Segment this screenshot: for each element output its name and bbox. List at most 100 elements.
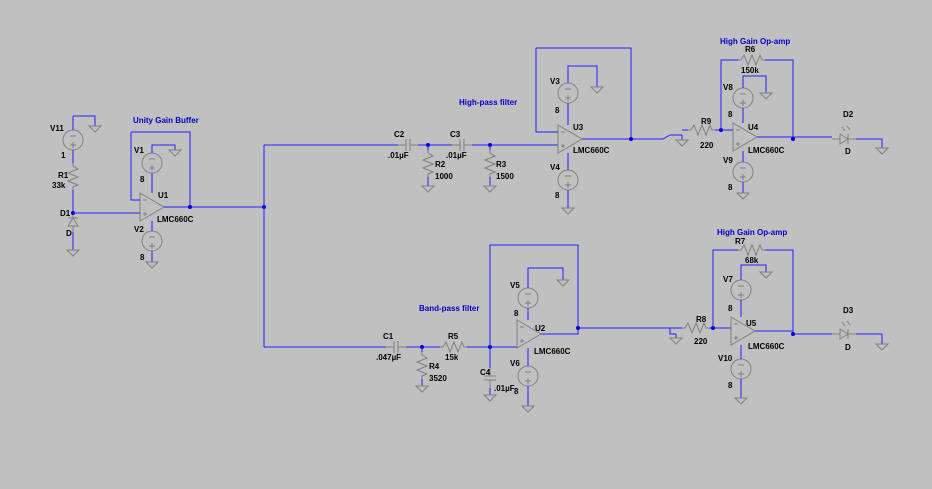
d3-led-symbol[interactable] [831, 320, 857, 340]
v10-source-symbol[interactable] [730, 358, 752, 380]
unity-gain-buffer-section: Unity Gain Buffer V11 1 R1 33k D1 D U1 L… [50, 115, 266, 347]
c2-capacitor-symbol[interactable] [397, 138, 419, 152]
v4-source-symbol[interactable] [557, 169, 579, 191]
r2-value: 1000 [435, 172, 453, 181]
d3-value: D [845, 343, 851, 352]
c3-value: .01µF [446, 151, 467, 160]
v4-value: 8 [555, 191, 560, 200]
d2-value: D [845, 147, 851, 156]
c4-value: .01µF [494, 384, 515, 393]
d3-label: D3 [843, 306, 854, 315]
highpass-filter-section: High-pass filter C2 .01µF R2 1000 C3 .01… [264, 47, 682, 215]
c3-capacitor-symbol[interactable] [451, 138, 473, 152]
c1-label: C1 [383, 332, 394, 341]
v6-source-symbol[interactable] [517, 365, 539, 387]
r7-value: 68k [745, 256, 759, 265]
u1-label: U1 [158, 191, 169, 200]
high-gain-lower-section: High Gain Op-amp R8 220 R7 68k U5 LMC660… [669, 228, 889, 405]
highpass-title: High-pass filter [459, 98, 517, 107]
v7-value: 8 [728, 304, 733, 313]
bandpass-title: Band-pass filter [419, 304, 479, 313]
c3-label: C3 [450, 130, 461, 139]
c1-value: .047µF [376, 353, 401, 362]
highgain1-title: High Gain Op-amp [720, 37, 790, 46]
v3-label: V3 [550, 77, 560, 86]
unity-buffer-title: Unity Gain Buffer [133, 116, 199, 125]
v6-value: 8 [514, 387, 519, 396]
r4-value: 3520 [429, 374, 447, 383]
v5-label: V5 [510, 281, 520, 290]
u4-value: LMC660C [748, 146, 785, 155]
u5-label: U5 [746, 319, 757, 328]
r3-label: R3 [496, 160, 507, 169]
v7-source-symbol[interactable] [730, 279, 752, 301]
v7-label: V7 [723, 275, 733, 284]
r1-value: 33k [52, 181, 66, 190]
r2-label: R2 [435, 160, 446, 169]
u3-value: LMC660C [573, 146, 610, 155]
highgain2-title: High Gain Op-amp [717, 228, 787, 237]
v6-label: V6 [510, 359, 520, 368]
high-gain-upper-section: High Gain Op-amp R9 220 R6 150k U4 LMC66… [675, 37, 889, 200]
r2-resistor-symbol[interactable] [422, 149, 434, 178]
v2-label: V2 [134, 225, 144, 234]
u1-value: LMC660C [157, 215, 194, 224]
v10-label: V10 [718, 354, 733, 363]
r5-resistor-symbol[interactable] [439, 341, 468, 353]
v9-source-symbol[interactable] [732, 161, 754, 183]
v2-source-symbol[interactable] [141, 230, 163, 252]
r3-value: 1500 [496, 172, 514, 181]
v3-value: 8 [555, 106, 560, 115]
r7-label: R7 [735, 237, 746, 246]
r8-label: R8 [696, 315, 707, 324]
v10-value: 8 [728, 381, 733, 390]
c4-label: C4 [480, 368, 491, 377]
v8-label: V8 [723, 83, 733, 92]
r9-value: 220 [700, 141, 714, 150]
v11-label: V11 [50, 124, 64, 133]
v8-source-symbol[interactable] [732, 87, 754, 109]
u3-label: U3 [573, 123, 584, 132]
v5-value: 8 [514, 309, 519, 318]
bandpass-filter-section: Band-pass filter C1 .047µF R4 3520 R5 15… [264, 244, 676, 413]
r6-resistor-symbol[interactable] [737, 54, 766, 66]
u2-value: LMC660C [534, 347, 571, 356]
v1-value: 8 [140, 175, 145, 184]
r9-resistor-symbol[interactable] [687, 124, 716, 136]
r8-value: 220 [694, 337, 708, 346]
c2-label: C2 [394, 130, 405, 139]
d2-led-symbol[interactable] [831, 125, 857, 145]
v9-label: V9 [723, 156, 733, 165]
r8-resistor-symbol[interactable] [681, 322, 710, 334]
r1-resistor-symbol[interactable] [67, 162, 79, 191]
v1-label: V1 [134, 146, 144, 155]
v3-source-symbol[interactable] [557, 82, 579, 104]
r4-label: R4 [429, 362, 440, 371]
u2-label: U2 [535, 324, 546, 333]
d2-label: D2 [843, 110, 854, 119]
d1-label: D1 [60, 209, 71, 218]
r7-resistor-symbol[interactable] [737, 244, 766, 256]
r3-resistor-symbol[interactable] [484, 149, 496, 178]
v5-source-symbol[interactable] [517, 287, 539, 309]
u5-value: LMC660C [748, 342, 785, 351]
v1-source-symbol[interactable] [141, 152, 163, 174]
u4-label: U4 [748, 123, 759, 132]
r1-label: R1 [58, 171, 69, 180]
c2-value: .01µF [388, 151, 409, 160]
v4-label: V4 [550, 163, 560, 172]
r5-value: 15k [445, 353, 459, 362]
v9-value: 8 [728, 183, 733, 192]
r6-value: 150k [741, 66, 759, 75]
d1-value: D [66, 229, 72, 238]
v11-value: 1 [61, 151, 66, 160]
r4-resistor-symbol[interactable] [416, 351, 428, 380]
r6-label: R6 [745, 45, 756, 54]
r5-label: R5 [448, 332, 459, 341]
r9-label: R9 [701, 117, 712, 126]
c1-capacitor-symbol[interactable] [385, 340, 407, 354]
v8-value: 8 [728, 110, 733, 119]
v11-source-symbol[interactable] [62, 129, 84, 151]
v2-value: 8 [140, 253, 145, 262]
